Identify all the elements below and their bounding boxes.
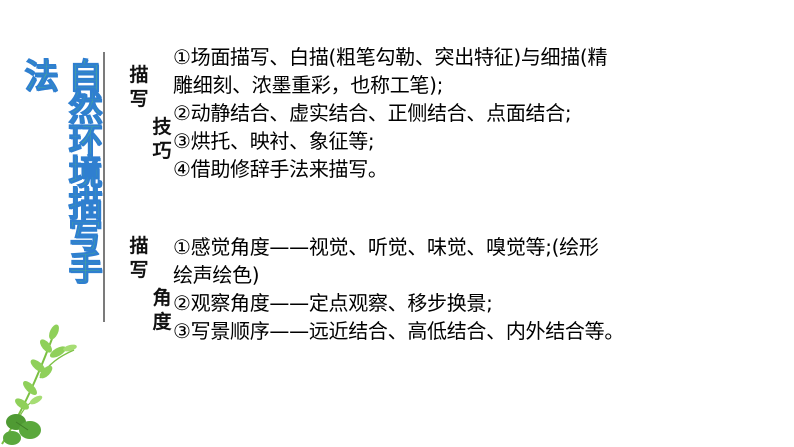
content-line: ④借助修辞手法来描写。 — [173, 157, 388, 181]
label-char: 写 — [129, 259, 149, 281]
page-title: 自然环境描写手法 — [17, 57, 102, 282]
leaf-vine-icon — [1, 324, 77, 445]
angles-content: ①感觉角度——视觉、听觉、味觉、嗅觉等;(绘形 绘声绘色) ②观察角度——定点观… — [173, 233, 783, 345]
content-line: ③烘托、映衬、象征等; — [173, 129, 375, 153]
content-line: ③写景顺序——远近结合、高低结合、内外结合等。 — [173, 319, 625, 343]
vertical-divider — [103, 52, 105, 322]
section-label-techniques: 描 写 — [128, 63, 178, 193]
content-line: ①场面描写、白描(粗笔勾勒、突出特征)与细描(精 — [173, 45, 608, 69]
content-line: ②观察角度——定点观察、移步换景; — [173, 291, 493, 315]
techniques-content: ①场面描写、白描(粗笔勾勒、突出特征)与细描(精 雕细刻、浓墨重彩，也称工笔);… — [173, 43, 773, 183]
label-char: 角 — [152, 287, 172, 309]
content-line: 雕细刻、浓墨重彩，也称工笔); — [173, 73, 444, 97]
label-column-2: 角 度 — [151, 286, 173, 334]
label-char: 描 — [129, 64, 149, 86]
section-label-angles: 描 写 — [128, 234, 178, 364]
title-bar: 自然环境描写手法 — [17, 57, 102, 310]
label-column-2: 技 巧 — [151, 115, 173, 163]
label-column-1: 描 写 — [128, 234, 150, 282]
label-char: 巧 — [152, 140, 172, 162]
label-column-1: 描 写 — [128, 63, 150, 111]
content-line: ②动静结合、虚实结合、正侧结合、点面结合; — [173, 101, 572, 125]
label-char: 描 — [129, 235, 149, 257]
content-line: ①感觉角度——视觉、听觉、味觉、嗅觉等;(绘形 — [173, 235, 599, 259]
content-line: 绘声绘色) — [173, 263, 260, 287]
label-char: 技 — [152, 116, 172, 138]
label-char: 度 — [152, 311, 172, 333]
label-char: 写 — [129, 88, 149, 110]
